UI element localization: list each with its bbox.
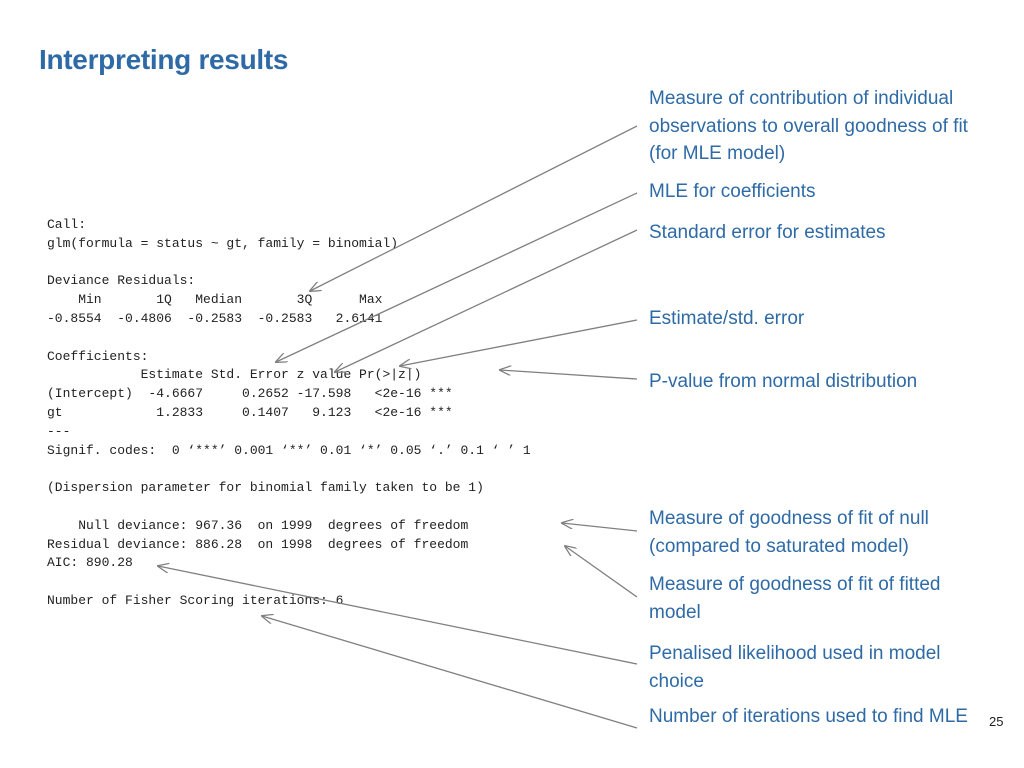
arrow-iterations [262,616,638,729]
arrow-residual-deviance [565,546,638,598]
code-line: -0.8554 -0.4806 -0.2583 -0.2583 2.6141 [47,310,383,326]
arrow-null-deviance [562,523,638,532]
code-line: --- [47,423,71,439]
annotation-iterations: Number of iterations used to find MLE [649,706,968,727]
annotation-p-value: P-value from normal distribution [649,371,918,392]
code-line: Signif. codes: 0 ‘***’ 0.001 ‘**’ 0.01 ‘… [47,442,531,458]
arrow-mle-coefficients [276,192,638,362]
code-line: Call: [47,217,87,232]
code-line: Deviance Residuals: [47,273,196,289]
annotation-mle-coefficients: MLE for coefficients [649,181,816,202]
annotation-standard-error: Standard error for estimates [649,222,886,243]
page-number: 25 [989,714,1004,729]
arrow-aic [158,566,638,665]
arrow-z-value [400,319,638,366]
code-line: (Dispersion parameter for binomial famil… [47,480,484,496]
r-glm-output: Call: glm(formula = status ~ gt, family =… [47,216,531,611]
code-line: Estimate Std. Error z value Pr(>|z|) [47,367,422,383]
code-line: (Intercept) -4.6667 0.2652 -17.598 <2e-1… [47,386,453,402]
code-line: Number of Fisher Scoring iterations: 6 [47,592,344,608]
code-line: Null deviance: 967.36 on 1999 degrees of… [47,517,469,533]
annotation-deviance-residuals: Measure of contribution of individual ob… [649,88,968,164]
annotation-residual-deviance: Measure of goodness of fit of fitted mod… [649,574,941,623]
annotation-null-deviance: Measure of goodness of fit of null (comp… [649,508,929,557]
code-line: AIC: 890.28 [47,555,133,571]
code-line: gt 1.2833 0.1407 9.123 <2e-16 *** [47,404,453,420]
slide-title: Interpreting results [39,44,289,75]
code-line: Residual deviance: 886.28 on 1998 degree… [47,536,469,552]
annotation-z-value: Estimate/std. error [649,308,805,329]
code-line: Min 1Q Median 3Q Max [47,292,383,308]
annotation-aic: Penalised likelihood used in model choic… [649,643,941,692]
code-line: Coefficients: [47,348,149,364]
arrow-deviance-residuals [310,125,638,291]
arrow-p-value [500,370,638,380]
arrow-standard-error [335,229,638,372]
code-line: glm(formula = status ~ gt, family = bino… [47,235,399,251]
